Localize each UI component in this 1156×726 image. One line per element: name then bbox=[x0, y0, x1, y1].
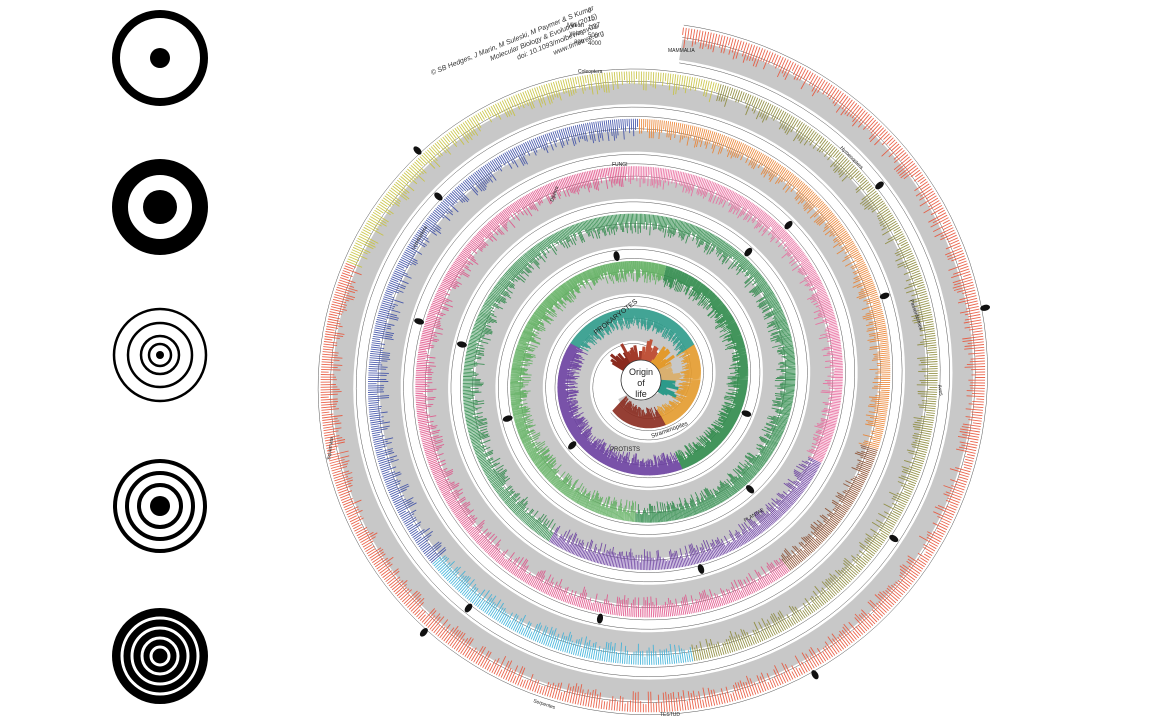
concentric-rings-medium-icon bbox=[113, 459, 207, 553]
organism-silhouette-icon bbox=[744, 247, 753, 257]
center-label: of bbox=[637, 378, 645, 388]
scale-unit: Million bbox=[566, 23, 584, 29]
spiral-lineage-strokes bbox=[415, 166, 790, 618]
label-serpentes: Serpentes bbox=[532, 698, 556, 711]
spiral-lineage-strokes bbox=[612, 396, 666, 429]
organism-silhouette-icon bbox=[741, 410, 752, 417]
organism-silhouette-icon bbox=[613, 251, 620, 262]
spiral-lineage-strokes bbox=[432, 555, 694, 665]
spiral-lineage-strokes bbox=[346, 71, 720, 268]
spiral-lineage-strokes bbox=[656, 344, 702, 426]
spiral-bands bbox=[317, 24, 991, 716]
organism-silhouette-icon bbox=[464, 603, 473, 613]
scale-unit: years bbox=[569, 31, 584, 37]
spiral-lineage-strokes bbox=[367, 118, 638, 563]
spiral-lineage-strokes bbox=[570, 308, 695, 356]
label-protists: PROTISTS bbox=[610, 447, 640, 453]
organism-silhouette-icon bbox=[875, 181, 884, 190]
scale-tick: 100 bbox=[588, 25, 599, 31]
organism-silhouette-icon bbox=[414, 318, 424, 325]
organism-silhouette-icon bbox=[434, 192, 443, 201]
center-label: life bbox=[635, 389, 647, 399]
spiral-lineage-strokes bbox=[320, 27, 986, 713]
spiral-lineage-strokes bbox=[691, 84, 938, 662]
label-testud: TESTUD bbox=[660, 712, 680, 718]
concentric-rings-thin-icon bbox=[112, 307, 208, 403]
spiral-lineage-strokes bbox=[549, 343, 822, 571]
spiral-lineage-strokes bbox=[625, 166, 843, 463]
label-fungi: FUNGI bbox=[612, 162, 628, 168]
target-ring-thin-icon bbox=[112, 10, 208, 106]
organism-silhouette-icon bbox=[980, 304, 991, 311]
organism-silhouette-icon bbox=[784, 220, 793, 230]
scale-tick: 4000 bbox=[588, 41, 602, 47]
spiral-gray-band bbox=[332, 39, 974, 701]
label-diptera: Diptera bbox=[549, 185, 560, 202]
spiral-guide-line bbox=[317, 24, 988, 716]
spiral-lineage-strokes bbox=[462, 213, 796, 542]
organism-silhouette-icon bbox=[811, 670, 819, 680]
concentric-rings-thick-icon bbox=[112, 608, 208, 704]
origin-hub bbox=[620, 359, 662, 401]
scale-tick: 10 bbox=[588, 17, 595, 23]
label-squamata: Squamata bbox=[326, 437, 335, 461]
organism-silhouette-icon bbox=[568, 441, 577, 450]
scale-tick: 500 bbox=[588, 33, 599, 39]
scale-unit: ago bbox=[573, 39, 584, 45]
organism-silhouette-icon bbox=[419, 628, 428, 637]
spiral-lineage-strokes bbox=[780, 444, 878, 571]
label-aves: Aves bbox=[936, 384, 944, 396]
center-fan bbox=[609, 339, 682, 401]
organism-silhouette-icon bbox=[502, 415, 513, 422]
target-ring-thick-icon bbox=[112, 159, 208, 255]
organism-silhouette-icon bbox=[413, 146, 422, 155]
scale-tick: 0 bbox=[588, 9, 592, 15]
organism-silhouette-icon bbox=[889, 534, 899, 543]
spiral-lineage-strokes bbox=[510, 260, 667, 523]
organism-silhouette-icon bbox=[596, 613, 604, 624]
label-mammalia: MAMMALIA bbox=[668, 48, 695, 54]
organism-silhouette-icon bbox=[879, 292, 890, 300]
organism-silhouette-icon bbox=[697, 564, 705, 574]
label-coleoptera: Coleoptera bbox=[578, 69, 603, 75]
spiral-guide-line bbox=[355, 62, 950, 677]
legend-icon-column bbox=[0, 0, 320, 726]
organism-silhouette-icon bbox=[456, 341, 467, 348]
spiral-lineage-strokes bbox=[639, 118, 891, 450]
organism-silhouette-icon bbox=[745, 485, 755, 494]
center-label: Origin bbox=[629, 367, 653, 377]
